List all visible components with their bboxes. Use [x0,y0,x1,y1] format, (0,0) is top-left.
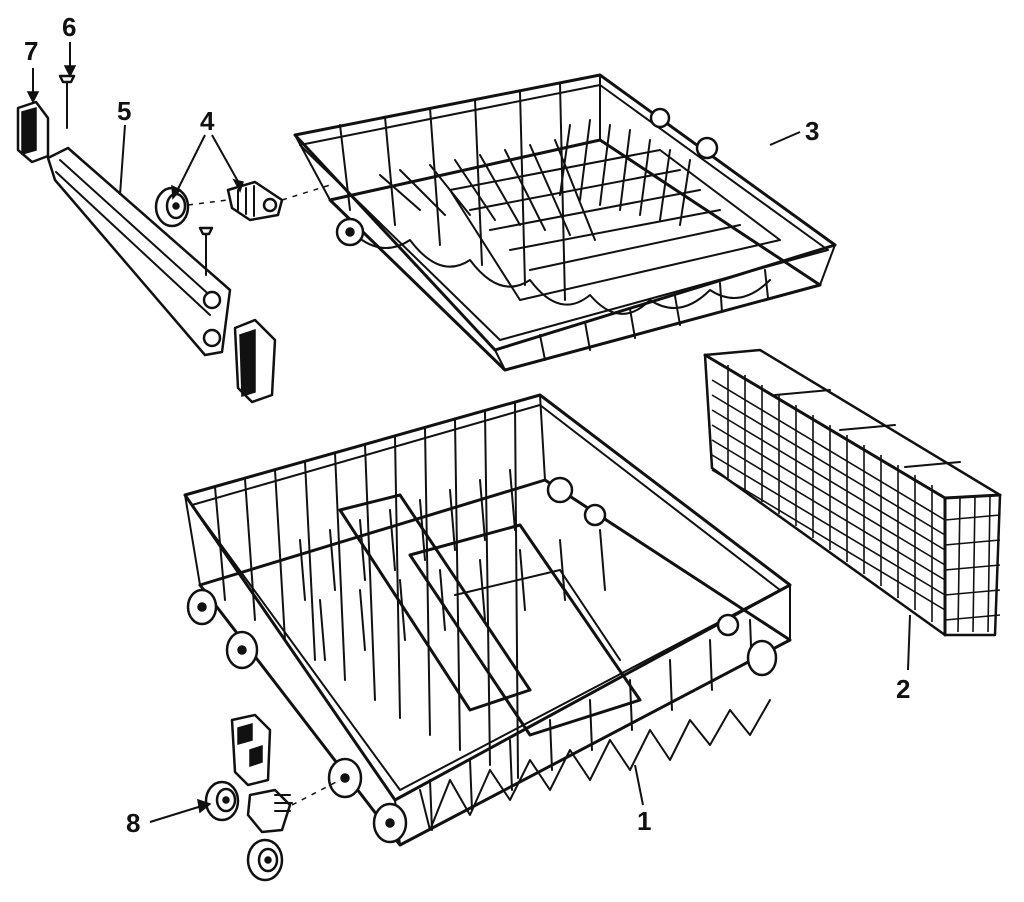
callout-3: 3 [805,116,819,146]
callouts: 7 6 5 4 3 2 1 8 [24,12,910,838]
callout-6: 6 [62,12,76,42]
end-cap-bottom [233,318,277,404]
callout-7: 7 [24,36,38,66]
callout-2: 2 [896,674,910,704]
callout-4: 4 [200,106,215,136]
callout-1: 1 [637,806,651,836]
upper-wheel-assembly [154,180,331,228]
leader-lines [26,42,911,823]
lower-rack [183,393,792,847]
silverware-basket [703,348,1002,637]
rack-track [46,146,232,357]
lower-wheel-assembly [204,713,341,882]
upper-rack [293,73,837,372]
screw-top [58,74,76,129]
callout-8: 8 [126,808,140,838]
screw-middle [198,226,214,276]
callout-5: 5 [117,96,131,126]
end-cap-top [16,100,50,164]
